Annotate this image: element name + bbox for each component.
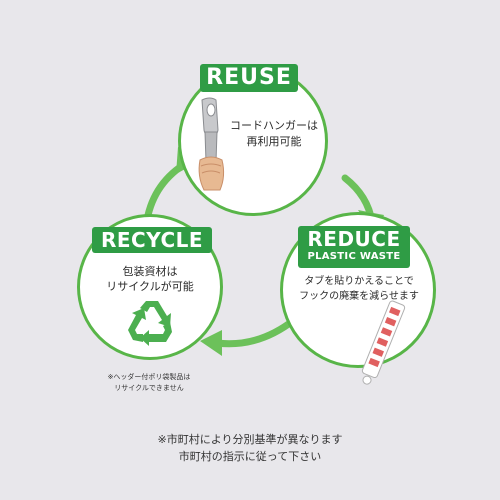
- footer-note-line1: ※市町村により分別基準が異なります: [157, 433, 343, 446]
- footer-note: ※市町村により分別基準が異なります 市町村の指示に従って下さい: [100, 431, 400, 465]
- recycle-icon: [128, 301, 172, 346]
- reuse-description-line2: 再利用可能: [246, 135, 302, 148]
- reduce-description-line2: フックの廃棄を減らせます: [299, 291, 419, 302]
- reduce-label-sub: PLASTIC WASTE: [307, 251, 401, 262]
- reduce-description-line1: タブを貼りかえることで: [304, 276, 414, 287]
- arrow-reduce-to-recycle: [213, 316, 298, 348]
- hanger-in-hand-icon: [198, 97, 225, 191]
- recycle-description-line2: リサイクルが可能: [106, 280, 194, 293]
- recycle-label: RECYCLE: [92, 227, 212, 253]
- reduce-label-main: REDUCE: [307, 227, 401, 251]
- adhesive-tab-strip-icon: [361, 300, 406, 385]
- recycle-description-line1: 包装資材は: [122, 265, 178, 278]
- reduce-label: REDUCE PLASTIC WASTE: [298, 226, 410, 268]
- reuse-label: REUSE: [200, 64, 298, 92]
- reuse-description: コードハンガーは 再利用可能: [224, 118, 324, 150]
- recycle-note-line2: リサイクルできません: [114, 384, 184, 392]
- recycle-description: 包装資材は リサイクルが可能: [90, 264, 210, 294]
- reuse-description-line1: コードハンガーは: [230, 119, 318, 132]
- reduce-description: タブを貼りかえることで フックの廃棄を減らせます: [288, 274, 430, 304]
- recycle-note: ※ヘッダー付ポリ袋製品は リサイクルできません: [84, 372, 214, 394]
- arrowhead-recycle: [200, 330, 222, 356]
- footer-note-line2: 市町村の指示に従って下さい: [178, 450, 322, 463]
- recycle-note-line1: ※ヘッダー付ポリ袋製品は: [107, 373, 191, 381]
